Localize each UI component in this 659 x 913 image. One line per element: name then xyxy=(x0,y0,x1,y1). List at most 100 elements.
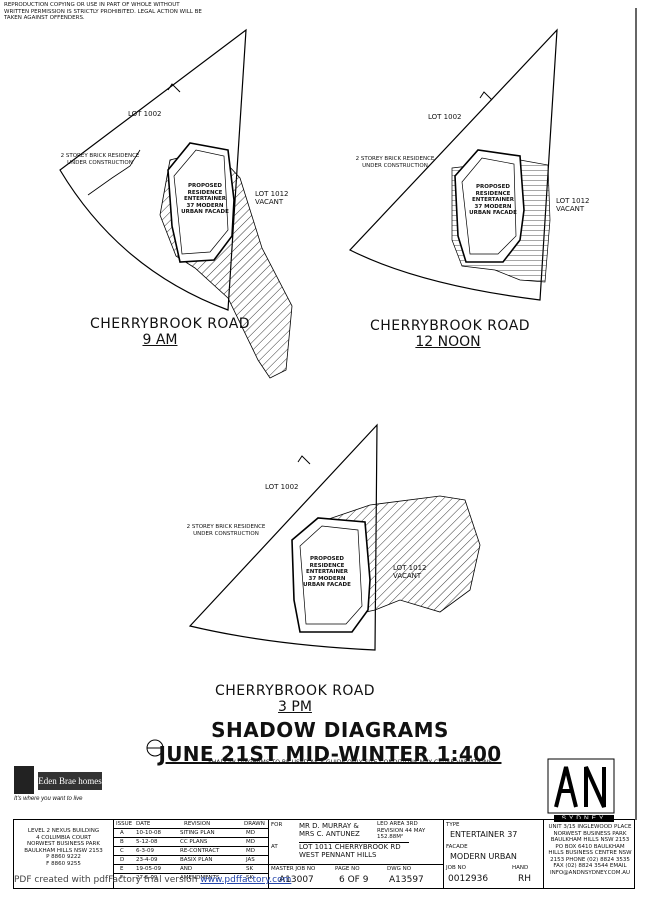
area-note: LEO AREA 3RD REVISION 44 MAY 152.88M² xyxy=(377,821,426,840)
title-sub: JUNE 21ST MID-WINTER 1:400 xyxy=(158,742,502,766)
header-drawn: DRAWN xyxy=(244,821,265,827)
d1-road: CHERRYBROOK ROAD xyxy=(89,316,251,332)
d3-house: PROPOSED RESIDENCE ENTERTAINER 37 MODERN… xyxy=(303,556,351,588)
d2-time: 12 NOON xyxy=(415,334,481,350)
office-logo-text: SYDNEY xyxy=(554,815,614,822)
facade-value: MODERN URBAN xyxy=(450,852,517,861)
facade-label: FACADE xyxy=(446,844,468,850)
d1-neighbour: 2 STOREY BRICK RESIDENCE UNDER CONSTRUCT… xyxy=(60,153,140,166)
builder-tagline: It's where you want to live xyxy=(14,796,83,802)
revision-row: A 10-10-08 SITING PLAN MD xyxy=(114,829,269,838)
header-date: DATE xyxy=(136,821,151,827)
revision-header: ISSUE DATE REVISION DRAWN xyxy=(114,820,269,829)
cell: SITING PLAN xyxy=(180,830,215,836)
builder-logo-icon xyxy=(14,766,34,794)
job-label: JOB NO xyxy=(446,865,466,871)
house-footprint xyxy=(167,142,235,263)
lot-boundary xyxy=(59,28,247,311)
office-logo: SYDNEY xyxy=(546,757,616,823)
type-block: TYPE ENTERTAINER 37 FACADE MODERN URBAN … xyxy=(444,820,544,888)
cell: MD xyxy=(246,830,255,836)
title-block-table: LEVEL 2 NEXUS BUILDING 4 COLUMBIA COURT … xyxy=(13,819,635,889)
hand-label: HAND xyxy=(512,865,529,871)
master-job-value: A13007 xyxy=(279,875,314,885)
diagram-12noon xyxy=(349,28,558,301)
cell: SK xyxy=(246,875,254,881)
builder-address: LEVEL 2 NEXUS BUILDING 4 COLUMBIA COURT … xyxy=(14,820,114,888)
diagram-9am xyxy=(59,28,293,379)
address-line: P 8860 9222 xyxy=(46,854,81,860)
house-footprint xyxy=(291,517,371,633)
dwg-value: A13597 xyxy=(389,875,424,885)
revision-table: ISSUE DATE REVISION DRAWN A 10-10-08 SITIN… xyxy=(114,820,269,888)
for-label: FOR xyxy=(271,822,283,828)
footer-link[interactable]: www.pdffactory.com xyxy=(200,875,292,885)
cell: MD xyxy=(246,839,255,845)
builder-name: Eden Brae homes xyxy=(38,772,102,790)
d1-time: 9 AM xyxy=(142,332,178,348)
cell: E xyxy=(120,866,124,872)
d2-lot-right: LOT 1012 VACANT xyxy=(556,197,590,213)
cell: SK xyxy=(246,866,254,872)
meta-row: MASTER JOB NO A13007 PAGE NO 6 OF 9 DWG … xyxy=(269,864,444,885)
lot-boundary xyxy=(188,423,378,651)
address-line: LEVEL 2 NEXUS BUILDING xyxy=(27,828,100,834)
office-logo-icon xyxy=(547,758,615,814)
cell: F xyxy=(120,875,124,881)
job-value: 0012936 xyxy=(448,874,489,884)
cell: 19-05-09 xyxy=(136,866,161,872)
d3-lot-right: LOT 1012 VACANT xyxy=(393,564,427,580)
d2-road: CHERRYBROOK ROAD xyxy=(369,318,531,334)
house-footprint xyxy=(454,149,525,263)
address-line: 4 COLUMBIA COURT xyxy=(36,834,91,841)
type-label: TYPE xyxy=(446,822,460,828)
site-address: LOT 1011 CHERRYBROOK RD WEST PENNANT HIL… xyxy=(299,842,409,859)
client-block: FOR MR D. MURRAY & MRS C. ANTUNEZ LEO AR… xyxy=(269,820,444,888)
hand-value: RH xyxy=(518,874,532,884)
cell: C xyxy=(120,848,124,854)
master-job-label: MASTER JOB NO xyxy=(271,866,316,872)
client-name: MR D. MURRAY & MRS C. ANTUNEZ xyxy=(299,822,360,838)
d1-lot-top: LOT 1002 xyxy=(128,110,162,118)
cell: 23-4-09 xyxy=(136,857,158,863)
office-address: UNIT 3/15 INGLEWOOD PLACE NORWEST BUSINE… xyxy=(548,824,632,876)
address-line: BAULKHAM HILLS NSW 2153 xyxy=(24,847,103,854)
cell: AND xyxy=(180,866,193,872)
d3-time: 3 PM xyxy=(278,699,312,715)
d2-lot-top: LOT 1002 xyxy=(428,113,462,121)
page-value: 6 OF 9 xyxy=(339,875,369,885)
d2-house: PROPOSED RESIDENCE ENTERTAINER 37 MODERN… xyxy=(469,184,517,216)
cell: CC PLANS xyxy=(180,839,208,845)
type-value: ENTERTAINER 37 xyxy=(450,830,518,839)
cell: JAS xyxy=(246,857,255,863)
header-revision: REVISION xyxy=(184,821,211,827)
cell: B xyxy=(120,839,124,845)
d3-road: CHERRYBROOK ROAD xyxy=(214,683,376,699)
pdf-footer: PDF created with pdfFactory trial versio… xyxy=(14,875,291,885)
cell: A xyxy=(120,830,124,836)
d2-neighbour: 2 STOREY BRICK RESIDENCE UNDER CONSTRUCT… xyxy=(355,156,435,169)
guide-note: SHADOW DIAGRAMS TO BE USED AS A GUIDE ON… xyxy=(207,759,492,766)
d3-neighbour: 2 STOREY BRICK RESIDENCE UNDER CONSTRUCT… xyxy=(186,524,266,537)
at-label: AT xyxy=(271,844,278,850)
title-block: SHADOW DIAGRAMS JUNE 21ST MID-WINTER 1:4… xyxy=(140,718,520,766)
builder-logo: Eden Brae homes It's where you want to l… xyxy=(14,766,174,806)
cell: 5-12-08 xyxy=(136,839,158,845)
cell: 10-10-08 xyxy=(136,830,161,836)
d1-house: PROPOSED RESIDENCE ENTERTAINER 37 MODERN… xyxy=(181,183,229,215)
neighbour-outline xyxy=(87,149,141,196)
revision-row: F 27-5-09 AMENDMENTS SK xyxy=(114,874,269,883)
copyright-notice: REPRODUCTION COPYING OR USE IN PART OF W… xyxy=(4,2,202,21)
cell: MD xyxy=(246,848,255,854)
revision-row: E 19-05-09 AND SK xyxy=(114,865,269,874)
cell: D xyxy=(120,857,125,863)
cell: 27-5-09 xyxy=(136,875,158,881)
cell: AMENDMENTS xyxy=(180,875,220,881)
north-arrow-icon xyxy=(297,455,311,465)
header-issue: ISSUE xyxy=(116,821,133,827)
diagram-3pm xyxy=(188,423,481,651)
north-arrow-icon xyxy=(167,83,181,93)
address-line: F 8860 9255 xyxy=(46,860,81,867)
d3-lot-top: LOT 1002 xyxy=(265,483,299,491)
